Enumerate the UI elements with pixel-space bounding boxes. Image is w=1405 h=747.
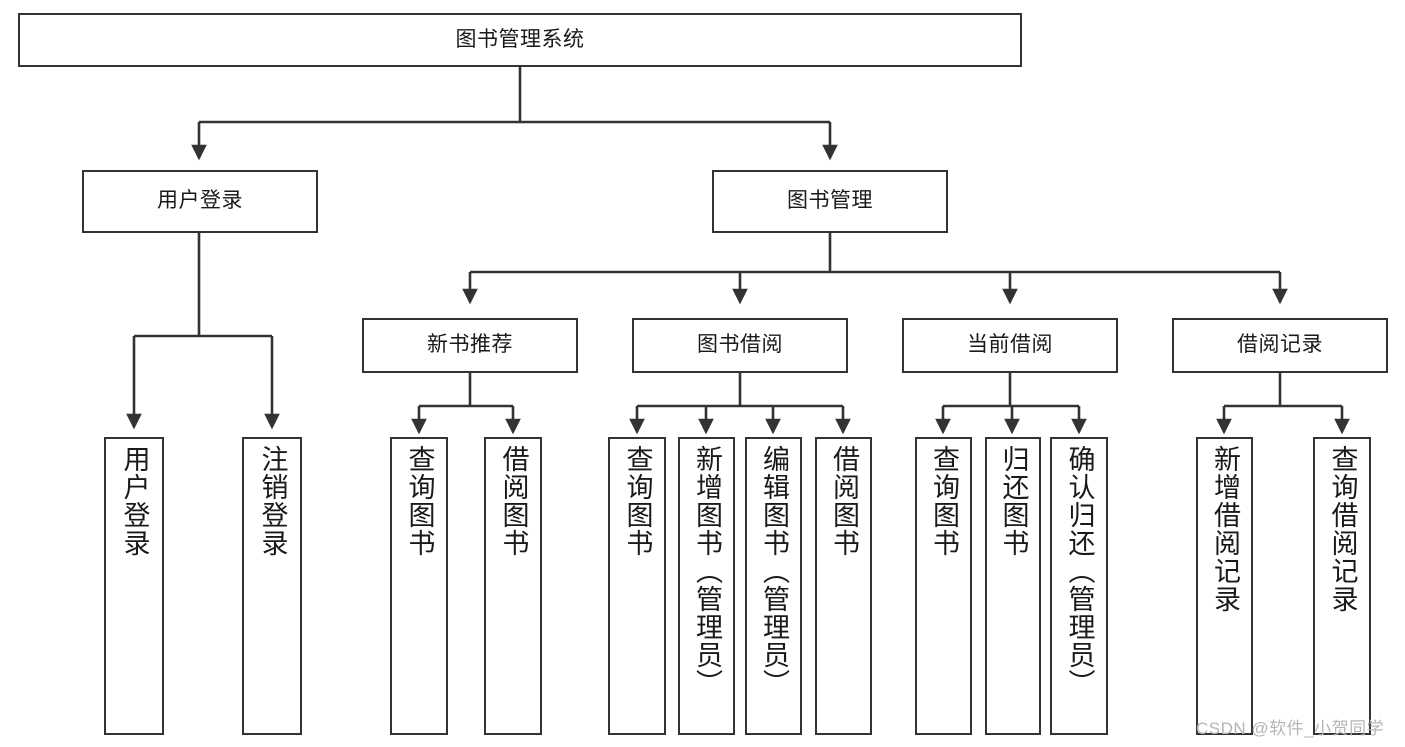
leaf-current-return-book[interactable]: 归还图书 — [985, 437, 1041, 735]
node-user-login[interactable]: 用户登录 — [82, 170, 318, 233]
leaf-user-login-signout[interactable]: 注销登录 — [242, 437, 302, 735]
node-new-book-recommend-label: 新书推荐 — [427, 333, 513, 357]
leaf-records-add-label: 新增借阅记录 — [1210, 445, 1240, 613]
leaf-current-query-book-label: 查询图书 — [929, 445, 959, 557]
leaf-user-login-signin-label: 用户登录 — [119, 445, 150, 557]
leaf-user-login-signout-label: 注销登录 — [257, 445, 288, 557]
leaf-borrow-edit-book[interactable]: 编辑图书（管理员） — [745, 437, 802, 735]
node-borrow-records[interactable]: 借阅记录 — [1172, 318, 1388, 373]
node-root[interactable]: 图书管理系统 — [18, 13, 1022, 67]
leaf-current-confirm-return[interactable]: 确认归还（管理员） — [1050, 437, 1108, 735]
node-book-borrow-label: 图书借阅 — [697, 333, 783, 357]
leaf-new-books-borrow[interactable]: 借阅图书 — [484, 437, 542, 735]
leaf-records-query[interactable]: 查询借阅记录 — [1313, 437, 1371, 735]
leaf-borrow-borrow-book-label: 借阅图书 — [829, 445, 859, 557]
watermark-text: CSDN @软件_小贺同学 — [1196, 719, 1385, 738]
node-current-borrow-label: 当前借阅 — [967, 333, 1053, 357]
leaf-user-login-signin[interactable]: 用户登录 — [104, 437, 164, 735]
leaf-current-return-book-label: 归还图书 — [998, 445, 1029, 557]
leaf-new-books-borrow-label: 借阅图书 — [498, 445, 529, 557]
node-book-management-label: 图书管理 — [787, 189, 873, 213]
leaf-new-books-query[interactable]: 查询图书 — [390, 437, 448, 735]
node-book-borrow[interactable]: 图书借阅 — [632, 318, 848, 373]
node-book-management[interactable]: 图书管理 — [712, 170, 948, 233]
node-current-borrow[interactable]: 当前借阅 — [902, 318, 1118, 373]
node-new-book-recommend[interactable]: 新书推荐 — [362, 318, 578, 373]
node-root-label: 图书管理系统 — [455, 27, 585, 51]
node-user-login-label: 用户登录 — [157, 189, 243, 213]
leaf-borrow-query-book-label: 查询图书 — [622, 445, 653, 557]
leaf-borrow-edit-book-label: 编辑图书（管理员） — [759, 445, 789, 697]
leaf-records-add[interactable]: 新增借阅记录 — [1196, 437, 1253, 735]
leaf-borrow-borrow-book[interactable]: 借阅图书 — [815, 437, 872, 735]
leaf-current-confirm-return-label: 确认归还（管理员） — [1064, 445, 1095, 697]
leaf-borrow-query-book[interactable]: 查询图书 — [608, 437, 666, 735]
leaf-borrow-add-book[interactable]: 新增图书（管理员） — [678, 437, 735, 735]
leaf-current-query-book[interactable]: 查询图书 — [915, 437, 972, 735]
leaf-borrow-add-book-label: 新增图书（管理员） — [692, 445, 722, 697]
node-borrow-records-label: 借阅记录 — [1237, 333, 1323, 357]
leaf-records-query-label: 查询借阅记录 — [1327, 445, 1358, 613]
leaf-new-books-query-label: 查询图书 — [404, 445, 435, 557]
